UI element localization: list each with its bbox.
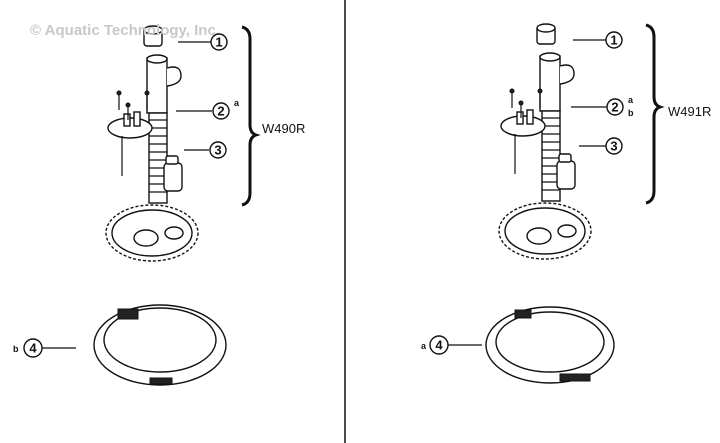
svg-text:a: a: [234, 98, 240, 108]
svg-text:a: a: [628, 95, 634, 105]
svg-text:4: 4: [29, 341, 37, 356]
right-ring-callout-4: a 4: [421, 335, 482, 355]
left-model-label: W490R: [262, 121, 305, 136]
right-assembly-drawing: [498, 23, 592, 260]
svg-text:3: 3: [214, 143, 221, 158]
svg-text:a: a: [421, 341, 427, 351]
svg-text:2: 2: [217, 104, 224, 119]
left-callout-2: 2 a: [176, 98, 240, 120]
svg-text:3: 3: [610, 139, 617, 154]
svg-text:1: 1: [610, 33, 617, 48]
svg-text:b: b: [628, 108, 634, 118]
svg-text:b: b: [13, 344, 19, 354]
right-brace: [645, 23, 665, 205]
right-model-label: W491R: [668, 104, 711, 119]
left-callout-3: 3: [184, 141, 227, 159]
right-ring-drawing: [485, 306, 615, 384]
left-ring-callout-4: b 4: [13, 338, 76, 358]
svg-text:4: 4: [435, 338, 443, 353]
right-callout-3: 3: [579, 137, 623, 155]
left-assembly-drawing: [105, 25, 199, 262]
left-brace: [241, 25, 261, 207]
svg-text:2: 2: [611, 100, 618, 115]
left-callout-1: 1: [178, 33, 228, 51]
watermark: © Aquatic Technology, Inc.: [30, 22, 220, 39]
svg-text:1: 1: [215, 35, 222, 50]
right-callout-2: 2 a b: [571, 95, 634, 118]
left-ring-drawing: [93, 304, 227, 386]
right-callout-1: 1: [573, 31, 623, 49]
